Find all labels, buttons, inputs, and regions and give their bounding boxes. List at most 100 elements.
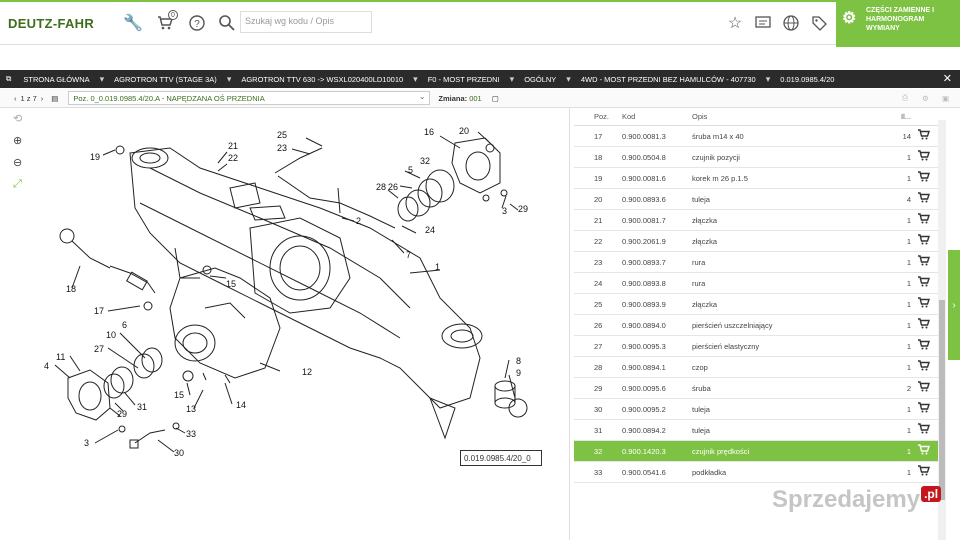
- add-to-cart-icon[interactable]: [911, 192, 937, 206]
- star-icon[interactable]: ☆: [727, 15, 743, 32]
- diagram-label-28[interactable]: 28: [376, 182, 386, 192]
- diagram-label-29b[interactable]: 29: [518, 204, 528, 214]
- add-to-cart-icon[interactable]: [911, 360, 937, 374]
- chevron-down-icon[interactable]: ▾: [99, 73, 105, 84]
- breadcrumb-model[interactable]: AGROTRON TTV 630 -> WSXL020400LD10010: [241, 74, 404, 84]
- breadcrumb-home[interactable]: STRONA GŁÓWNA: [23, 74, 90, 84]
- breadcrumb-subgroup[interactable]: 4WD - MOST PRZEDNI BEZ HAMULCÓW - 407730: [580, 74, 756, 84]
- diagram-label-13[interactable]: 13: [186, 404, 196, 414]
- diagram-label-6[interactable]: 6: [122, 320, 127, 330]
- header-kod[interactable]: Kod: [622, 112, 636, 121]
- diagram-label-8[interactable]: 8: [516, 356, 521, 366]
- diagram-label-33[interactable]: 33: [186, 429, 196, 439]
- diagram-label-12[interactable]: 12: [302, 367, 312, 377]
- breadcrumb-group[interactable]: F0 - MOST PRZEDNI: [427, 74, 500, 84]
- diagram-label-4[interactable]: 4: [44, 361, 49, 371]
- parts-scrollbar[interactable]: [938, 120, 946, 540]
- position-select[interactable]: Poz. 0_0.019.0985.4/20.A - NAPĘDZANA OŚ …: [68, 91, 431, 105]
- rotate-icon[interactable]: ⟲: [13, 113, 23, 125]
- document-icon[interactable]: ▢: [491, 93, 499, 103]
- diagram-label-22[interactable]: 22: [228, 153, 238, 163]
- close-icon[interactable]: ✕: [942, 73, 952, 85]
- breadcrumb-series[interactable]: AGROTRON TTV (STAGE 3A): [114, 74, 217, 84]
- diagram-label-14[interactable]: 14: [236, 400, 246, 410]
- spare-parts-menu[interactable]: ⚙ CZĘŚCI ZAMIENNE I HARMONOGRAM WYMIANY: [836, 2, 960, 47]
- diagram-label-3b[interactable]: 3: [502, 206, 507, 216]
- parts-diagram[interactable]: 19 21 22 25 23 16 20 5 32 26 28 3 29 2 2…: [0, 108, 570, 540]
- prev-page-icon[interactable]: ‹: [14, 93, 17, 103]
- zoom-out-icon[interactable]: ⊖: [13, 157, 23, 169]
- add-to-cart-icon[interactable]: [911, 318, 937, 332]
- table-icon[interactable]: ▤: [51, 93, 59, 103]
- chevron-down-icon[interactable]: ▾: [765, 73, 771, 84]
- add-to-cart-icon[interactable]: [911, 381, 937, 395]
- print-icon[interactable]: ⎙: [902, 93, 908, 102]
- diagram-label-24[interactable]: 24: [425, 225, 435, 235]
- add-to-cart-icon[interactable]: [911, 402, 937, 416]
- diagram-label-15b[interactable]: 15: [174, 390, 184, 400]
- tag-icon[interactable]: [806, 10, 832, 36]
- copy-icon[interactable]: ⧉: [6, 74, 12, 83]
- diagram-label-7[interactable]: 7: [406, 250, 411, 260]
- diagram-label-32[interactable]: 30: [174, 448, 184, 458]
- deutz-fahr-logo[interactable]: DEUTZ-FAHR: [8, 16, 95, 31]
- breadcrumb-drawing[interactable]: 0.019.0985.4/20: [780, 74, 835, 84]
- next-page-icon[interactable]: ›: [40, 93, 44, 103]
- globe-icon[interactable]: [778, 10, 804, 36]
- diagram-label-19[interactable]: 19: [90, 152, 100, 162]
- diagram-label-9[interactable]: 9: [516, 368, 521, 378]
- diagram-label-10[interactable]: 10: [106, 330, 116, 340]
- add-to-cart-icon[interactable]: [911, 213, 937, 227]
- add-to-cart-icon[interactable]: [911, 423, 937, 437]
- chevron-down-icon[interactable]: ▾: [413, 73, 418, 84]
- header-il[interactable]: Il...: [900, 112, 911, 121]
- diagram-label-1[interactable]: 1: [435, 262, 440, 272]
- add-to-cart-icon[interactable]: [911, 150, 937, 164]
- add-to-cart-icon[interactable]: [911, 339, 937, 353]
- search-input[interactable]: Szukaj wg kodu / Opis: [240, 11, 372, 33]
- add-to-cart-icon[interactable]: [911, 465, 937, 479]
- add-to-cart-icon[interactable]: [911, 255, 937, 269]
- diagram-label-21[interactable]: 21: [228, 141, 238, 151]
- scroll-thumb[interactable]: [939, 300, 945, 500]
- help-icon[interactable]: ?: [184, 10, 210, 36]
- search-icon[interactable]: [214, 10, 240, 36]
- diagram-label-11[interactable]: 11: [56, 352, 65, 362]
- tractor-icon[interactable]: ⚙: [922, 93, 929, 103]
- fullscreen-icon[interactable]: ⤢: [13, 178, 22, 190]
- diagram-label-16[interactable]: 16: [424, 127, 434, 137]
- collapse-panel-tab[interactable]: ›: [948, 250, 960, 360]
- diagram-label-23[interactable]: 23: [277, 143, 287, 153]
- wrench-icon[interactable]: 🔧: [123, 15, 143, 32]
- diagram-label-5[interactable]: 5: [408, 165, 413, 175]
- chevron-down-icon[interactable]: ▾: [509, 73, 515, 84]
- diagram-label-2[interactable]: 2: [356, 216, 361, 226]
- chevron-down-icon[interactable]: ▾: [226, 73, 232, 84]
- add-to-cart-icon[interactable]: [911, 171, 937, 185]
- breadcrumb-general[interactable]: OGÓLNY: [524, 74, 557, 84]
- diagram-label-27[interactable]: 27: [94, 344, 104, 354]
- diagram-label-25[interactable]: 25: [277, 130, 287, 140]
- header-opis[interactable]: Opis: [692, 112, 708, 121]
- add-to-cart-icon[interactable]: [911, 297, 937, 311]
- header-poz[interactable]: Poz.: [594, 112, 610, 121]
- zoom-in-icon[interactable]: ⊕: [13, 135, 23, 147]
- image-icon[interactable]: ▣: [942, 93, 950, 103]
- diagram-label-31[interactable]: 32: [420, 156, 430, 166]
- add-to-cart-icon[interactable]: [911, 276, 937, 290]
- diagram-label-17[interactable]: 17: [94, 306, 104, 316]
